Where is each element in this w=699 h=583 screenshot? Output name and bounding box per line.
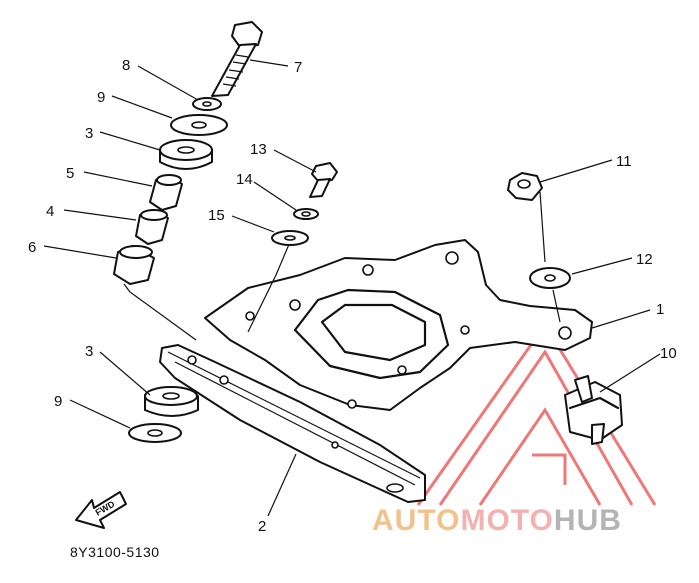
cushion-3-top (159, 139, 213, 170)
callout-3-top: 3 (85, 125, 93, 142)
washer-12 (529, 267, 571, 289)
callout-8: 8 (122, 57, 130, 74)
bolt-13 (309, 162, 338, 198)
callouts: 1 2 3 3 4 5 6 7 8 9 9 10 11 12 13 14 15 (28, 57, 677, 535)
collar-5 (149, 174, 183, 211)
diagram-code: 8Y3100-5130 (70, 544, 160, 560)
collar-6 (113, 245, 155, 285)
washer-9-top (170, 114, 228, 136)
callout-10: 10 (660, 345, 677, 362)
callout-13: 13 (250, 141, 267, 158)
watermark-part-hub: HUB (554, 504, 622, 537)
leader-lines (43, 59, 661, 517)
callout-1: 1 (656, 301, 664, 318)
callout-9-top: 9 (97, 89, 105, 106)
cushion-3-bottom (144, 386, 199, 417)
collar-4 (135, 209, 169, 245)
washer-14 (293, 208, 319, 220)
callout-3-bottom: 3 (85, 343, 93, 360)
watermark-text: AUTOMOTOHUB (372, 504, 622, 537)
callout-7: 7 (294, 59, 302, 76)
callout-5: 5 (66, 165, 74, 182)
damper-10 (564, 375, 623, 445)
callout-2: 2 (258, 518, 266, 535)
lower-rail (159, 344, 426, 503)
callout-9-bottom: 9 (54, 393, 62, 410)
callout-4: 4 (46, 203, 54, 220)
callout-11: 11 (616, 153, 632, 170)
assembly-lines (123, 191, 561, 341)
callout-6: 6 (28, 239, 36, 256)
washer-8-hole (202, 101, 212, 107)
watermark-part-auto: AUTO (372, 504, 460, 537)
bolt-7 (211, 21, 263, 97)
washer-9-bottom (128, 423, 182, 443)
nut-11 (507, 172, 543, 201)
callout-12: 12 (636, 251, 653, 268)
svg-text:AUTOMOTOHUB: AUTOMOTOHUB (372, 504, 622, 537)
frame-bracket (204, 239, 593, 411)
washer-15 (271, 230, 309, 246)
callout-15: 15 (208, 207, 225, 224)
watermark-part-moto: MOTO (460, 504, 553, 537)
callout-14: 14 (236, 171, 253, 188)
fwd-arrow-icon: FWD (75, 491, 127, 529)
